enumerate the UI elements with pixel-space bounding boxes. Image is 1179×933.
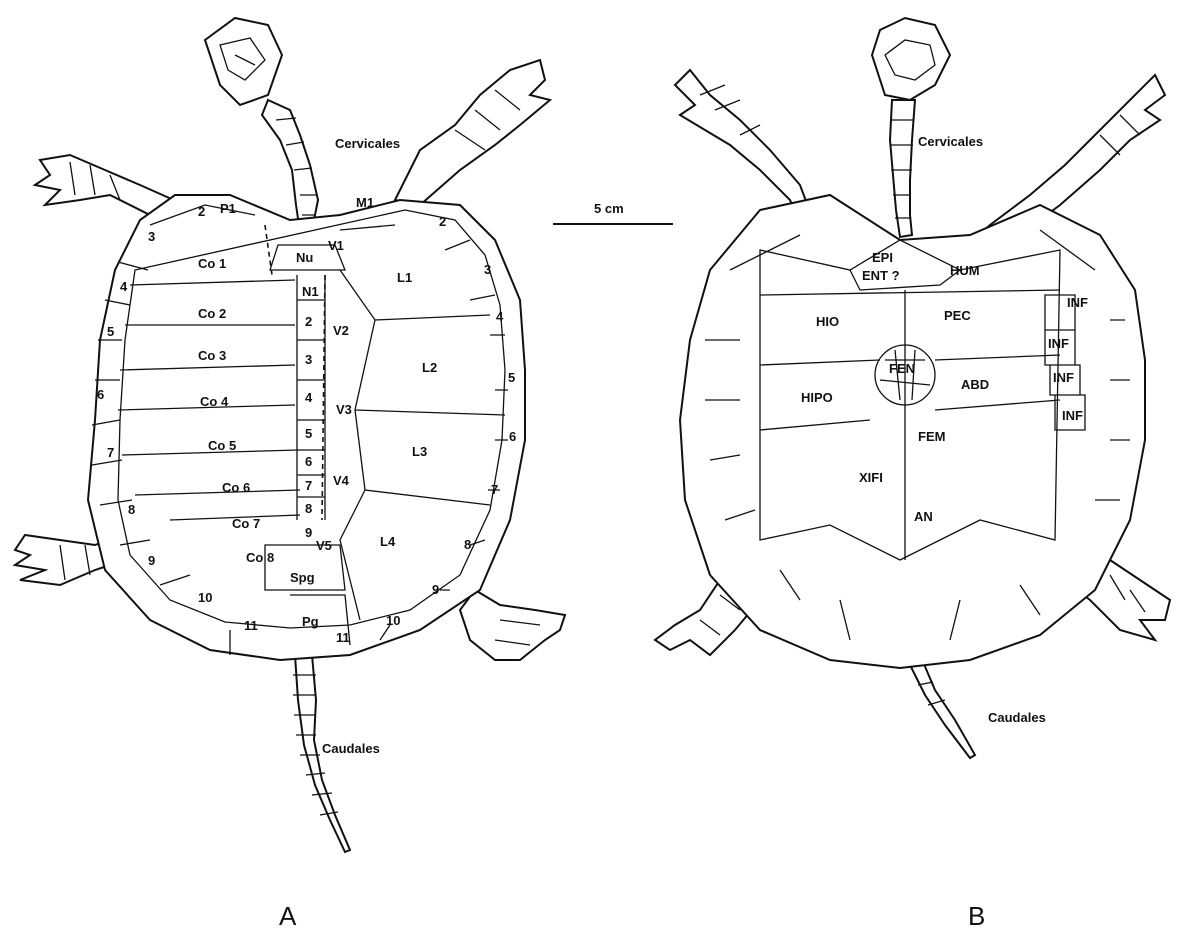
panel-b-ent-label: ENT ? <box>862 268 900 283</box>
panel-a-skull <box>205 18 282 105</box>
panel-a-vertebral-1: V1 <box>328 238 344 253</box>
panel-a-costal-3: Co 3 <box>198 348 226 363</box>
panel-a-costal-8: Co 8 <box>246 550 274 565</box>
panel-a-lateral-2: L2 <box>422 360 437 375</box>
panel-b-fem-label: FEM <box>918 429 945 444</box>
panel-a-lateral-3: L3 <box>412 444 427 459</box>
panel-a-nuchal-label: Nu <box>296 250 313 265</box>
panel-a-marginal-left-8: 8 <box>128 502 135 517</box>
panel-a-letter: A <box>279 901 297 931</box>
panel-a-vertebral-3: V3 <box>336 402 352 417</box>
panel-a-front-right-limb <box>395 60 550 205</box>
panel-b-pec-label: PEC <box>944 308 971 323</box>
panel-a-pg-label: Pg <box>302 614 319 629</box>
panel-b-skull <box>872 18 950 100</box>
scale-bar-label: 5 cm <box>594 201 624 216</box>
panel-b-inf-label-2: INF <box>1048 336 1069 351</box>
panel-b-hipo-label: HIPO <box>801 390 833 405</box>
panel-a-marginal-left-9: 9 <box>148 553 155 568</box>
panel-a-marginal-left-11: 11 <box>244 618 258 633</box>
panel-b-abd-label: ABD <box>961 377 989 392</box>
panel-a-marginal-left-3: 3 <box>148 229 155 244</box>
panel-a-marginal-right-7: 7 <box>491 482 498 497</box>
panel-b-neck-vertebrae <box>890 100 915 237</box>
panel-b-epi-label: EPI <box>872 250 893 265</box>
panel-a-vertebral-5: V5 <box>316 538 332 553</box>
panel-b-caudales-label: Caudales <box>988 710 1046 725</box>
panel-a-marginal-left-10: 10 <box>198 590 212 605</box>
panel-a-marginal-right-4: 4 <box>496 309 504 324</box>
panel-a-hind-right-limb <box>460 590 565 660</box>
panel-a-neural-2: 2 <box>305 314 312 329</box>
panel-a-vertebral-4: V4 <box>333 473 350 488</box>
panel-a-lateral-4: L4 <box>380 534 396 549</box>
panel-a-marginal-right-3: 3 <box>484 262 491 277</box>
panel-a-marginal-right-6: 6 <box>509 429 516 444</box>
panel-a-neural-8: 8 <box>305 501 312 516</box>
panel-b-hum-label: HUM <box>950 263 980 278</box>
panel-a-cervicales-label: Cervicales <box>335 136 400 151</box>
panel-a-costal-5: Co 5 <box>208 438 236 453</box>
panel-a-neural-1: N1 <box>302 284 319 299</box>
panel-a-vertebral-2: V2 <box>333 323 349 338</box>
panel-b-letter: B <box>968 901 985 931</box>
panel-a-neural-5: 5 <box>305 426 312 441</box>
panel-b-inf-label-1: INF <box>1067 295 1088 310</box>
panel-b-cervicales-label: Cervicales <box>918 134 983 149</box>
panel-b-shell <box>680 195 1145 668</box>
panel-b-inf-label-3: INF <box>1053 370 1074 385</box>
panel-b-xifi-label: XIFI <box>859 470 883 485</box>
panel-a-marginal-left-7: 7 <box>107 445 114 460</box>
panel-a-marginal-left-2: 2 <box>198 204 205 219</box>
panel-a-costal-6: Co 6 <box>222 480 250 495</box>
panel-b-fen-label: FEN <box>889 361 915 376</box>
panel-b-an-label: AN <box>914 509 933 524</box>
panel-a-m1-label: M1 <box>356 195 374 210</box>
panel-b-inf-label-4: INF <box>1062 408 1083 423</box>
panel-a-marginal-left-5: 5 <box>107 324 114 339</box>
panel-a-neural-9: 9 <box>305 525 312 540</box>
panel-a-costal-4: Co 4 <box>200 394 229 409</box>
panel-a-marginal-left-4: 4 <box>120 279 128 294</box>
panel-a-marginal-right-10: 10 <box>386 613 400 628</box>
panel-a-costal-1: Co 1 <box>198 256 226 271</box>
panel-a-carapace: Cervicales Caudales M1 P1 Nu Spg Pg Co 1… <box>15 18 565 931</box>
scale-bar: 5 cm <box>553 201 673 224</box>
panel-a-p1-label: P1 <box>220 201 236 216</box>
panel-b-plastron: Cervicales Caudales EPI ENT ? HUM HIO PE… <box>655 18 1170 931</box>
panel-a-costal-7: Co 7 <box>232 516 260 531</box>
panel-a-marginal-right-5: 5 <box>508 370 515 385</box>
panel-a-neural-7: 7 <box>305 478 312 493</box>
panel-a-marginal-right-9: 9 <box>432 582 439 597</box>
panel-a-marginal-left-6: 6 <box>97 387 104 402</box>
panel-a-spg-label: Spg <box>290 570 315 585</box>
panel-a-marginal-right-2: 2 <box>439 214 446 229</box>
panel-a-neural-3: 3 <box>305 352 312 367</box>
panel-a-lateral-1: L1 <box>397 270 412 285</box>
panel-a-neural-4: 4 <box>305 390 313 405</box>
panel-b-hio-label: HIO <box>816 314 839 329</box>
panel-a-caudales-label: Caudales <box>322 741 380 756</box>
panel-a-marginal-right-8: 8 <box>464 537 471 552</box>
panel-a-costal-2: Co 2 <box>198 306 226 321</box>
panel-a-marginal-right-11: 11 <box>336 630 350 645</box>
panel-a-neural-6: 6 <box>305 454 312 469</box>
